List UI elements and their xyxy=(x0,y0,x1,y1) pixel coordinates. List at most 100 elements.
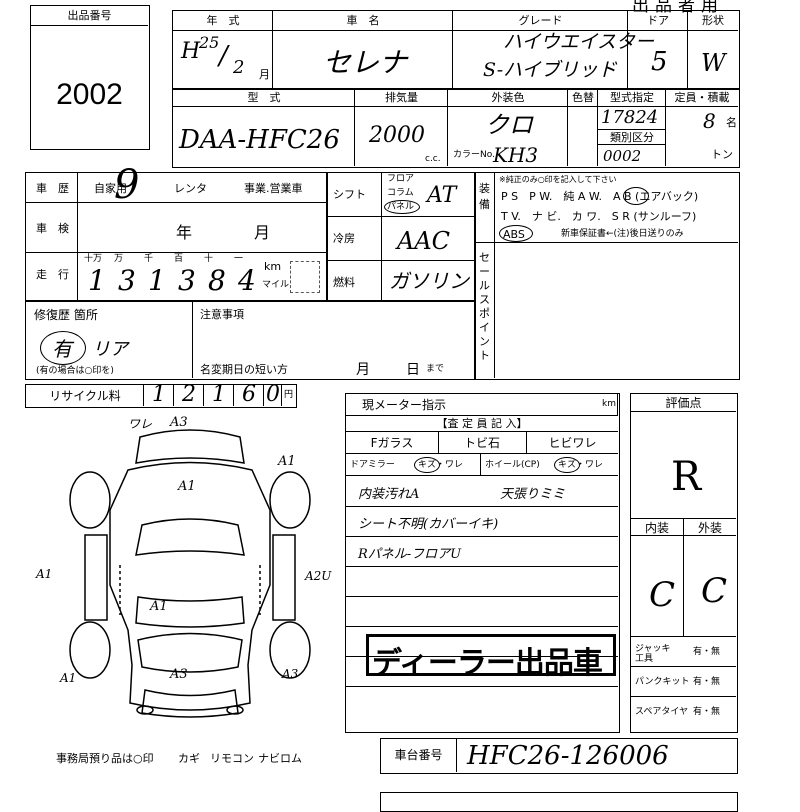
repair-block: 修復歴 箇所 有 リア (有の場合は○印を) 注意事項 名変期日の短い方 月 日… xyxy=(25,300,476,380)
mileage-place-3: 百 xyxy=(174,254,184,264)
mileage-digits: 十万 万 千 百 十 一 1 3 1 3 8 4 xyxy=(78,253,262,300)
wheel-status: キズ・ワレ xyxy=(558,460,604,470)
abs-circle xyxy=(499,225,533,242)
grade-label: グレード xyxy=(518,14,563,27)
color-change-label: 色替 xyxy=(572,91,594,104)
evaluation-score: R xyxy=(671,454,702,500)
airbag-circle xyxy=(623,187,649,205)
ac-label: 冷房 xyxy=(333,232,355,245)
equipment-line-1: P S P W. 純 A W. A B (エアバック) xyxy=(501,190,699,203)
evaluation-label: 評価点 xyxy=(631,394,736,412)
mirror-scratch-circle xyxy=(414,457,440,473)
body-type-value: W xyxy=(701,49,726,77)
history-block: 車 歴 自家用 レンタ 事業.営業車 9 車 検 年 月 走 行 十万 万 千 … xyxy=(25,165,328,302)
diagram-mark-2: A1 xyxy=(178,479,196,494)
windshield xyxy=(135,518,245,556)
diagram-mark-3: A1 xyxy=(278,454,296,469)
year-month-unit: 月 xyxy=(259,68,270,81)
exterior-color-value: クロ xyxy=(485,111,533,139)
remark-2: シート不明(カバーイキ) xyxy=(358,517,499,532)
body-type-label: 形状 xyxy=(702,14,724,27)
history-check-mark: 9 xyxy=(114,162,140,208)
evaluation-block: 評価点 R 内装 外装 C C ジャッキ工具 有・無 パンクキット 有・無 スペ… xyxy=(630,393,738,733)
sales-point-label: セールスポイント xyxy=(479,251,490,362)
recycle-label: リサイクル料 xyxy=(49,389,121,403)
recycle-unit: 円 xyxy=(284,390,294,400)
exterior-label: 外装 xyxy=(697,521,722,535)
recycle-digit-1: 2 xyxy=(182,382,196,407)
history-rental[interactable]: レンタ xyxy=(174,182,207,195)
remark-0: 内装汚れA xyxy=(358,487,420,502)
office-item-remote[interactable]: リモコン xyxy=(210,752,254,765)
ac-value: AAC xyxy=(397,227,451,255)
color-no-value: KH3 xyxy=(493,143,539,167)
mileage-place-0: 十万 xyxy=(84,254,103,264)
car-body-outline xyxy=(109,461,271,711)
diagram-mark-7: A2U xyxy=(305,569,332,583)
year-label: 年 式 xyxy=(206,14,240,27)
tool-spare-label: スペアタイヤ xyxy=(635,707,689,717)
equipment-label: 装備 xyxy=(479,182,490,211)
diagram-mark-5: A1 xyxy=(150,599,168,614)
f-glass: Fガラス xyxy=(370,436,414,450)
shift-value: AT xyxy=(427,183,457,208)
mileage-digit-1: 3 xyxy=(118,264,136,297)
office-item-key[interactable]: カギ xyxy=(178,752,200,765)
name-change-day: 日 xyxy=(406,362,420,378)
mileage-digit-2: 1 xyxy=(148,264,166,297)
exterior-color-label: 外装色 xyxy=(491,91,525,104)
mileage-digit-5: 4 xyxy=(238,264,256,297)
name-change-suffix: まで xyxy=(426,364,445,374)
door-mirror-status: キズ・ワレ xyxy=(418,460,464,470)
diagram-mark-9: A3 xyxy=(282,667,299,681)
grade-line-1: ハイウエイスター xyxy=(503,31,655,53)
fuel-value: ガソリン xyxy=(389,269,469,293)
type-designation-value: 17824 xyxy=(601,107,659,128)
diagram-mark-6: A1 xyxy=(60,671,77,685)
year-number: 25 xyxy=(199,33,220,52)
doors-value: 5 xyxy=(651,47,668,77)
name-change-month: 月 xyxy=(356,362,370,378)
diagram-mark-4: A1 xyxy=(36,567,53,581)
mileage-digit-4: 8 xyxy=(208,264,226,297)
repair-circle xyxy=(40,331,86,365)
repair-label: 修復歴 箇所 xyxy=(34,308,98,322)
history-business[interactable]: 事業.営業車 xyxy=(244,182,303,195)
office-items-label: 事務局預り品は○印 xyxy=(56,752,154,765)
damage-diagram xyxy=(69,429,311,718)
doors-label: ドア xyxy=(647,14,669,27)
mileage-place-2: 千 xyxy=(144,254,154,264)
recycle-digit-0: 1 xyxy=(152,382,166,407)
tool-puncture-value: 有・無 xyxy=(693,677,721,687)
mileage-digit-3: 3 xyxy=(178,264,196,297)
diagram-mark-8: A3 xyxy=(170,667,188,682)
repair-location: リア xyxy=(92,339,128,360)
inspection-year-unit: 年 xyxy=(176,223,193,242)
mileage-place-5: 一 xyxy=(234,254,244,264)
chassis-value: HFC26-126006 xyxy=(467,741,669,771)
mileage-place-4: 十 xyxy=(204,254,214,264)
tool-spare-value: 有・無 xyxy=(693,707,721,717)
bottom-box xyxy=(380,792,738,812)
lot-number-label: 出品番号 xyxy=(31,6,148,26)
year-month: 2 xyxy=(233,57,245,78)
meter-unit: km xyxy=(602,399,616,409)
mileage-unit-km: km xyxy=(264,260,282,273)
roof-rear-window xyxy=(135,596,245,628)
diagram-mark-0: ワレ xyxy=(128,417,153,431)
history-private[interactable]: 自家用 xyxy=(94,182,127,195)
year-slash: / xyxy=(219,41,228,71)
shift-floor: フロア xyxy=(387,174,415,184)
wheel-scratch-circle xyxy=(554,457,580,473)
color-no-label: カラーNo. xyxy=(453,150,495,160)
name-change-label: 名変期日の短い方 xyxy=(200,363,288,376)
type-designation-label: 型式指定 xyxy=(610,91,654,104)
mileage-label: 走 行 xyxy=(36,268,69,281)
door-mirror: ドアミラー xyxy=(350,460,395,470)
shift-label: シフト xyxy=(333,188,366,201)
wheel: ホイール(CP) xyxy=(485,460,540,470)
remark-1: 天張りミミ xyxy=(500,487,566,502)
office-item-navi[interactable]: ナビロム xyxy=(258,752,302,765)
vehicle-row-1: 年 式 車 名 グレード ドア 形状 H 25 / 2 月 セレナ ハイウエイス… xyxy=(172,10,740,90)
rear-bumper xyxy=(141,689,239,718)
